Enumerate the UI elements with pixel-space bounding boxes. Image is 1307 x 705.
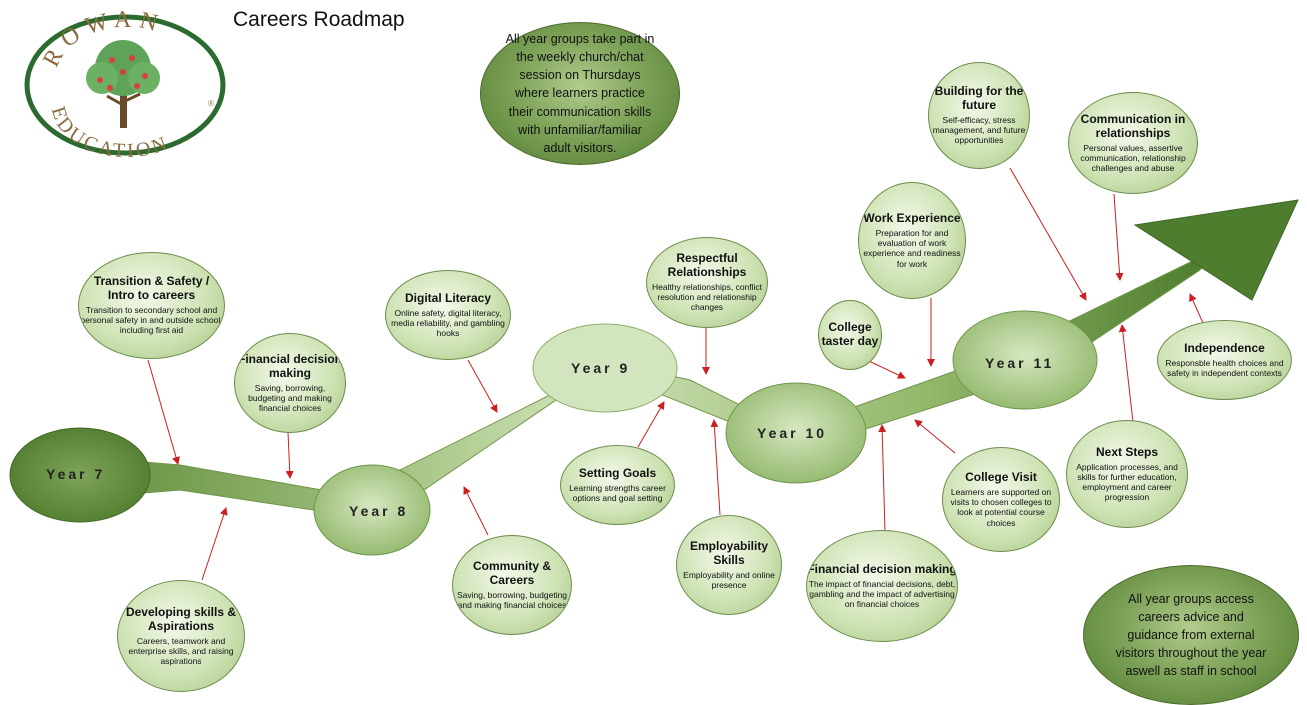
- topic-description: Healthy relationships, conflict resoluti…: [651, 282, 763, 313]
- topic-independence: Independence Responsble health choices a…: [1157, 320, 1292, 400]
- topic-description: Careers, teamwork and enterprise skills,…: [128, 635, 234, 666]
- connector-arrows: [147, 167, 1204, 581]
- topic-description: Learners are supported on visits to chos…: [950, 487, 1052, 528]
- topic-building-for-future: Building for the future Self-efficacy, s…: [928, 62, 1030, 169]
- topic-description: Application processes, and skills for fu…: [1076, 461, 1178, 503]
- year-10-node: [725, 382, 867, 484]
- topic-respectful-relationships: Respectful Relationships Healthy relatio…: [646, 237, 768, 328]
- topic-title: College taster day: [821, 320, 879, 348]
- topic-developing-skills: Developing skills & Aspirations Careers,…: [117, 580, 245, 692]
- topic-title: Developing skills & Aspirations: [125, 604, 237, 633]
- year-8-label: Year 8: [349, 503, 409, 519]
- topic-description: Personal values, assertive communication…: [1080, 142, 1186, 173]
- topic-description: The impact of financial decisions, debt,…: [808, 578, 956, 609]
- topic-description: Responsble health choices and safety in …: [1165, 357, 1284, 378]
- weekly-session-note: All year groups take part in the weekly …: [480, 22, 680, 165]
- topic-description: Preparation for and evaluation of work e…: [863, 228, 961, 269]
- topic-title: Community & Careers: [473, 559, 551, 587]
- topic-communication-relationships: Communication in relationships Personal …: [1068, 92, 1198, 194]
- year-11-node: [952, 310, 1098, 410]
- svg-text:®: ®: [208, 99, 214, 108]
- topic-work-experience: Work Experience Preparation for and eval…: [858, 182, 966, 299]
- topic-title: Building for the future: [934, 84, 1024, 113]
- topic-title: College Visit: [965, 470, 1037, 485]
- year-9-node: [532, 323, 678, 413]
- year-10-label: Year 10: [757, 425, 828, 441]
- topic-financial-decision-making-y8: Financial decision making Saving, borrow…: [234, 333, 346, 433]
- topic-title: Financial decision making: [237, 351, 343, 380]
- year-9-label: Year 9: [571, 360, 631, 376]
- topic-title: Next Steps: [1095, 444, 1159, 459]
- year-7-node: [9, 427, 151, 523]
- topic-title: Digital Literacy: [404, 290, 492, 305]
- topic-description: Transition to secondary school and perso…: [80, 305, 223, 336]
- year-11-label: Year 11: [985, 355, 1055, 371]
- topic-community-careers: Community & Careers Saving, borrowing, b…: [452, 535, 572, 635]
- topic-digital-literacy: Digital Literacy Online safety, digital …: [385, 270, 511, 360]
- topic-title: Employability Skills: [689, 539, 769, 567]
- topic-description: Online safety, digital literacy, media r…: [391, 307, 505, 338]
- topic-title: Respectful Relationships: [667, 251, 747, 280]
- topic-next-steps: Next Steps Application processes, and sk…: [1066, 420, 1188, 528]
- page-title: Careers Roadmap: [233, 8, 405, 31]
- rowan-education-logo: ROWAN EDUCATION ®: [24, 10, 226, 160]
- road-arrowhead: [1133, 199, 1299, 301]
- careers-advice-note: All year groups access careers advice an…: [1083, 565, 1299, 705]
- topic-title: Setting Goals: [578, 465, 657, 480]
- topic-description: Learning strengths career options and go…: [569, 482, 666, 503]
- topic-title: Independence: [1184, 340, 1265, 355]
- topic-title: Work Experience: [863, 211, 961, 226]
- topic-employability-skills: Employability Skills Employability and o…: [676, 515, 782, 615]
- topic-description: Employability and online presence: [683, 569, 775, 590]
- topic-transition-safety: Transition & Safety / Intro to careers T…: [78, 252, 225, 359]
- topic-college-taster-day: College taster day: [818, 300, 882, 370]
- topic-title: Financial decision making: [807, 561, 957, 576]
- topic-title: Transition & Safety / Intro to careers: [93, 274, 210, 303]
- topic-financial-decision-making-y10: Financial decision making The impact of …: [806, 530, 958, 642]
- topic-setting-goals: Setting Goals Learning strengths career …: [560, 445, 675, 525]
- topic-title: Communication in relationships: [1080, 111, 1186, 140]
- topic-college-visit: College Visit Learners are supported on …: [942, 447, 1060, 552]
- topic-description: Self-efficacy, stress management, and fu…: [932, 115, 1026, 146]
- year-7-label: Year 7: [46, 466, 106, 482]
- year-8-node: [313, 464, 431, 556]
- topic-description: Saving, borrowing, budgeting and making …: [456, 589, 568, 610]
- topic-description: Saving, borrowing, budgeting and making …: [248, 382, 332, 413]
